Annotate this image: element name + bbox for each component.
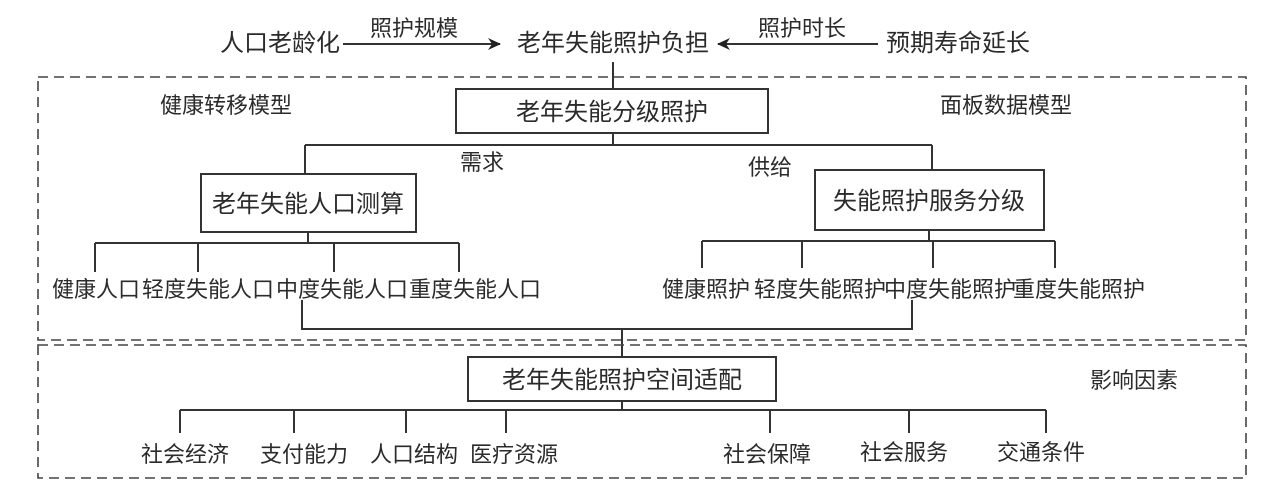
supply-child-healthy: 健康照护 xyxy=(662,278,750,303)
label-health-transition-model: 健康转移模型 xyxy=(160,94,292,119)
box-care-service-grading-label: 失能照护服务分级 xyxy=(833,187,1025,215)
factor-transportation: 交通条件 xyxy=(997,441,1085,466)
label-panel-data-model: 面板数据模型 xyxy=(940,94,1072,119)
demand-child-mild: 轻度失能人口 xyxy=(142,278,274,303)
factor-socioeconomic: 社会经济 xyxy=(141,443,229,468)
supply-child-mild: 轻度失能照护 xyxy=(754,278,886,303)
node-care-burden: 老年失能照护负担 xyxy=(517,29,709,57)
demand-child-moderate: 中度失能人口 xyxy=(276,278,408,303)
root-box-graded-care: 老年失能分级照护 xyxy=(455,88,769,134)
box-care-service-grading: 失能照护服务分级 xyxy=(814,169,1045,231)
factor-social-security: 社会保障 xyxy=(723,443,811,468)
factor-medical-resources: 医疗资源 xyxy=(470,443,558,468)
box-spatial-matching: 老年失能照护空间适配 xyxy=(467,356,777,402)
label-demand: 需求 xyxy=(460,151,504,176)
label-influencing-factors: 影响因素 xyxy=(1090,369,1178,394)
factor-population-structure: 人口结构 xyxy=(370,443,458,468)
box-spatial-matching-label: 老年失能照护空间适配 xyxy=(502,366,742,394)
supply-child-severe: 重度失能照护 xyxy=(1013,278,1145,303)
box-disabled-population-estimation-label: 老年失能人口测算 xyxy=(212,190,404,218)
cause-life-expectancy: 预期寿命延长 xyxy=(886,29,1030,57)
factor-ability-to-pay: 支付能力 xyxy=(260,443,348,468)
connector-moderate-bracket xyxy=(301,300,913,330)
label-supply: 供给 xyxy=(748,156,792,181)
root-box-graded-care-label: 老年失能分级照护 xyxy=(516,98,708,126)
factor-social-services: 社会服务 xyxy=(860,441,948,466)
box-disabled-population-estimation: 老年失能人口测算 xyxy=(200,173,417,233)
demand-child-healthy: 健康人口 xyxy=(52,278,140,303)
demand-child-severe: 重度失能人口 xyxy=(409,278,541,303)
arrow-label-care-scale: 照护规模 xyxy=(370,17,458,42)
cause-aging: 人口老龄化 xyxy=(220,29,340,57)
supply-child-moderate: 中度失能照护 xyxy=(884,278,1016,303)
arrow-label-care-duration: 照护时长 xyxy=(758,17,846,42)
lower-panel-frame xyxy=(37,344,1247,479)
